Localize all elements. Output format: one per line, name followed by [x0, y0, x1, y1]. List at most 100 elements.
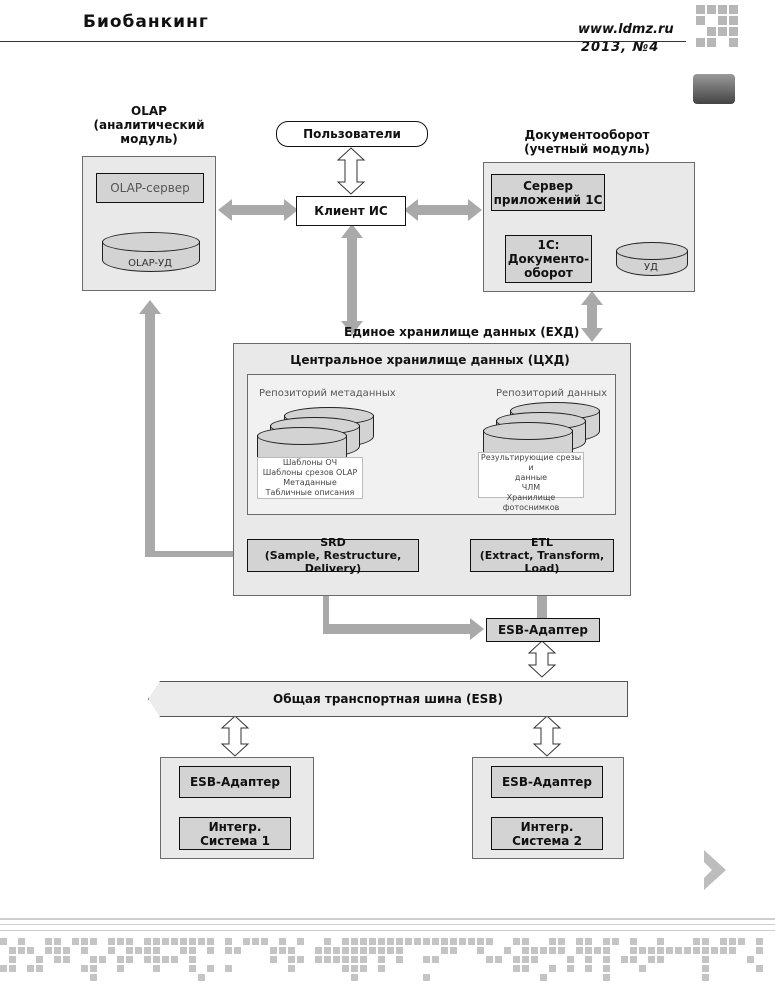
arrow-bus-sys2: [532, 715, 562, 757]
footer-block: [729, 947, 736, 954]
footer-block: [630, 938, 637, 945]
footer-block: [477, 938, 484, 945]
footer-block: [639, 947, 646, 954]
footer-block: [180, 938, 187, 945]
footer-block: [126, 938, 133, 945]
footer-block: [585, 956, 592, 963]
footer-block: [549, 947, 556, 954]
footer-block: [477, 947, 484, 954]
footer-block: [45, 938, 52, 945]
footer-block: [36, 965, 43, 972]
footer-block: [351, 947, 358, 954]
olap-server: OLAP-сервер: [96, 173, 204, 203]
footer-block: [342, 965, 349, 972]
footer-block: [702, 974, 709, 981]
footer-block: [639, 965, 646, 972]
footer-block: [405, 938, 412, 945]
arrow-olap-client: [218, 199, 298, 221]
footer-block: [126, 947, 133, 954]
footer-block: [81, 938, 88, 945]
footer-block: [702, 965, 709, 972]
footer-block: [513, 956, 520, 963]
footer-block: [297, 938, 304, 945]
esb-adapter-sys1: ESB-Адаптер: [179, 766, 291, 798]
olap-db-icon: [102, 232, 200, 252]
esb-adapter-main: ESB-Адаптер: [486, 618, 600, 642]
footer-block: [225, 938, 232, 945]
footer-block: [18, 938, 25, 945]
arrow-adapter-bus: [527, 640, 557, 678]
footer-block: [396, 938, 403, 945]
footer-block: [360, 938, 367, 945]
footer-block: [189, 965, 196, 972]
footer-block: [558, 938, 565, 945]
footer-block: [756, 947, 763, 954]
footer-block: [513, 938, 520, 945]
footer-block: [486, 938, 493, 945]
footer-block: [495, 956, 502, 963]
footer-block: [747, 956, 754, 963]
footer-block: [153, 965, 160, 972]
footer-block: [522, 965, 529, 972]
footer-block: [189, 947, 196, 954]
next-page-arrow-icon[interactable]: [702, 848, 728, 892]
footer-block: [351, 938, 358, 945]
footer-block: [387, 947, 394, 954]
footer-block: [585, 938, 592, 945]
cxd-title: Центральное хранилище данных (ЦХД): [290, 353, 570, 367]
footer-block: [522, 947, 529, 954]
footer-block: [342, 956, 349, 963]
footer-block: [360, 956, 367, 963]
footer-block: [756, 938, 763, 945]
footer-block: [711, 947, 718, 954]
footer-block: [351, 956, 358, 963]
footer-block: [108, 947, 115, 954]
footer-block: [486, 956, 493, 963]
footer-block: [333, 947, 340, 954]
footer-block: [189, 938, 196, 945]
meta-db-1-icon: [257, 427, 347, 445]
journal-url: www.ldmz.ru: [578, 22, 674, 37]
footer-block: [414, 938, 421, 945]
footer-block: [603, 947, 610, 954]
footer-block: [567, 965, 574, 972]
footer-block: [459, 938, 466, 945]
footer-block: [153, 947, 160, 954]
footer-block: [207, 938, 214, 945]
doc-title: Документооборот(учетный модуль): [524, 128, 650, 156]
users-node: Пользователи: [276, 121, 428, 147]
footer-block: [63, 956, 70, 963]
footer-block: [342, 947, 349, 954]
footer-block: [549, 938, 556, 945]
footer-block: [522, 956, 529, 963]
footer-block: [450, 947, 457, 954]
footer-block: [297, 956, 304, 963]
footer-block: [324, 956, 331, 963]
footer-block: [234, 947, 241, 954]
footer-block: [522, 938, 529, 945]
footer-block: [675, 947, 682, 954]
computer-icon: [693, 74, 735, 104]
footer-block: [153, 956, 160, 963]
header-rule: [0, 41, 686, 42]
footer-block: [135, 947, 142, 954]
footer-block: [63, 947, 70, 954]
footer-block: [342, 938, 349, 945]
esb-adapter-sys2: ESB-Адаптер: [491, 766, 603, 798]
footer-block: [270, 956, 277, 963]
footer-block: [396, 956, 403, 963]
footer-block: [720, 947, 727, 954]
footer-block: [423, 956, 430, 963]
footer-block: [648, 956, 655, 963]
footer-block: [9, 947, 16, 954]
arrow-users-client: [336, 147, 366, 195]
arrow-client-exd: [341, 224, 363, 335]
footer-block: [27, 965, 34, 972]
footer-block: [45, 947, 52, 954]
footer-block: [225, 965, 232, 972]
footer-block: [630, 947, 637, 954]
footer-block: [423, 938, 430, 945]
footer-block: [504, 947, 511, 954]
